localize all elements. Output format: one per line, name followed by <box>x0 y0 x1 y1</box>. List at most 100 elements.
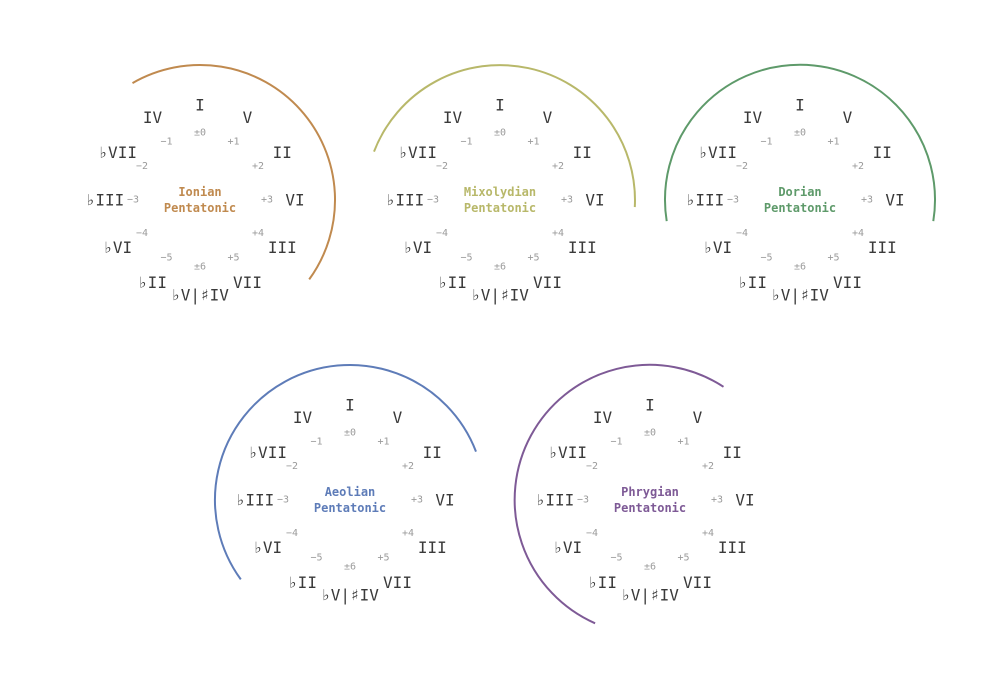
offset-label: −1 <box>760 137 772 148</box>
degree-label: VI <box>885 191 904 210</box>
degree-label: VII <box>383 573 412 592</box>
degree-label: I <box>495 96 505 115</box>
degree-label: ♭VI <box>553 538 582 557</box>
degree-label: V <box>843 108 853 127</box>
degree-label: ♭III <box>536 491 575 510</box>
scale-subtitle: Pentatonic <box>164 201 236 215</box>
degree-label: ♭II <box>438 273 467 292</box>
offset-label: +3 <box>711 495 723 506</box>
offset-label: ±0 <box>494 128 506 139</box>
degree-label: ♭II <box>738 273 767 292</box>
scale-title: Ionian <box>178 185 221 199</box>
degree-label: II <box>423 443 442 462</box>
scale-subtitle: Pentatonic <box>764 201 836 215</box>
degree-label: I <box>345 396 355 415</box>
offset-label: −2 <box>436 161 448 172</box>
degree-label: I <box>645 396 655 415</box>
degree-label: ♭VII <box>98 143 137 162</box>
offset-label: ±6 <box>194 262 206 273</box>
degree-label: III <box>568 238 597 257</box>
offset-label: −3 <box>577 495 589 506</box>
degree-label: IV <box>293 408 313 427</box>
degree-label: ♭II <box>588 573 617 592</box>
offset-label: −3 <box>277 495 289 506</box>
degree-label: VI <box>585 191 604 210</box>
offset-label: −4 <box>586 528 598 539</box>
offset-label: +5 <box>677 553 689 564</box>
scale-title: Phrygian <box>621 485 679 499</box>
degree-label: ♭V|♯IV <box>771 286 829 305</box>
scale-subtitle: Pentatonic <box>614 501 686 515</box>
offset-label: +4 <box>702 528 714 539</box>
degree-label: ♭VII <box>698 143 737 162</box>
offset-label: +5 <box>227 253 239 264</box>
degree-label: V <box>543 108 553 127</box>
offset-label: −4 <box>736 228 748 239</box>
offset-label: −4 <box>436 228 448 239</box>
offset-label: +2 <box>552 161 564 172</box>
offset-label: +5 <box>827 253 839 264</box>
wheel-ionian: IVIIVIIIIVII♭V|♯IV♭II♭VI♭III♭VIIIV±0+1+2… <box>86 64 336 305</box>
scale-arc <box>513 363 725 625</box>
degree-label: II <box>723 443 742 462</box>
degree-label: III <box>718 538 747 557</box>
offset-label: −1 <box>610 437 622 448</box>
scale-title: Dorian <box>778 185 821 199</box>
offset-label: ±6 <box>344 562 356 573</box>
offset-label: −2 <box>136 161 148 172</box>
offset-label: −4 <box>136 228 148 239</box>
offset-label: +5 <box>377 553 389 564</box>
offset-label: −1 <box>310 437 322 448</box>
degree-label: I <box>795 96 805 115</box>
degree-label: V <box>243 108 253 127</box>
offset-label: ±6 <box>644 562 656 573</box>
offset-label: +3 <box>861 195 873 206</box>
offset-label: +5 <box>527 253 539 264</box>
degree-label: VI <box>735 491 754 510</box>
offset-label: +1 <box>227 137 239 148</box>
degree-label: VII <box>683 573 712 592</box>
offset-label: ±6 <box>494 262 506 273</box>
offset-label: −5 <box>460 253 472 264</box>
degree-label: II <box>873 143 892 162</box>
offset-label: ±0 <box>794 128 806 139</box>
degree-label: VI <box>285 191 304 210</box>
offset-label: +2 <box>852 161 864 172</box>
degree-label: II <box>573 143 592 162</box>
scale-title: Mixolydian <box>464 185 536 199</box>
offset-label: +4 <box>552 228 564 239</box>
degree-label: V <box>693 408 703 427</box>
degree-label: ♭VI <box>103 238 132 257</box>
degree-label: ♭III <box>86 191 125 210</box>
offset-label: +2 <box>252 161 264 172</box>
offset-label: −1 <box>160 137 172 148</box>
offset-label: −1 <box>460 137 472 148</box>
degree-label: IV <box>743 108 763 127</box>
degree-label: IV <box>593 408 613 427</box>
offset-label: +3 <box>261 195 273 206</box>
degree-label: ♭III <box>386 191 425 210</box>
offset-label: −5 <box>160 253 172 264</box>
offset-label: +3 <box>561 195 573 206</box>
degree-label: ♭VII <box>248 443 287 462</box>
offset-label: −3 <box>727 195 739 206</box>
scale-arc <box>213 363 477 580</box>
offset-label: +3 <box>411 495 423 506</box>
scale-arc <box>373 64 636 208</box>
degree-label: ♭VI <box>253 538 282 557</box>
wheel-phrygian: IVIIVIIIIVII♭V|♯IV♭II♭VI♭III♭VIIIV±0+1+2… <box>513 363 755 625</box>
scale-subtitle: Pentatonic <box>314 501 386 515</box>
degree-label: ♭V|♯IV <box>171 286 229 305</box>
offset-label: +4 <box>852 228 864 239</box>
degree-label: ♭III <box>236 491 275 510</box>
degree-label: ♭V|♯IV <box>471 286 529 305</box>
offset-label: −4 <box>286 528 298 539</box>
degree-label: ♭II <box>288 573 317 592</box>
offset-label: +1 <box>827 137 839 148</box>
degree-label: ♭III <box>686 191 725 210</box>
degree-label: ♭V|♯IV <box>621 586 679 605</box>
degree-label: VI <box>435 491 454 510</box>
offset-label: −5 <box>610 553 622 564</box>
offset-label: −3 <box>127 195 139 206</box>
